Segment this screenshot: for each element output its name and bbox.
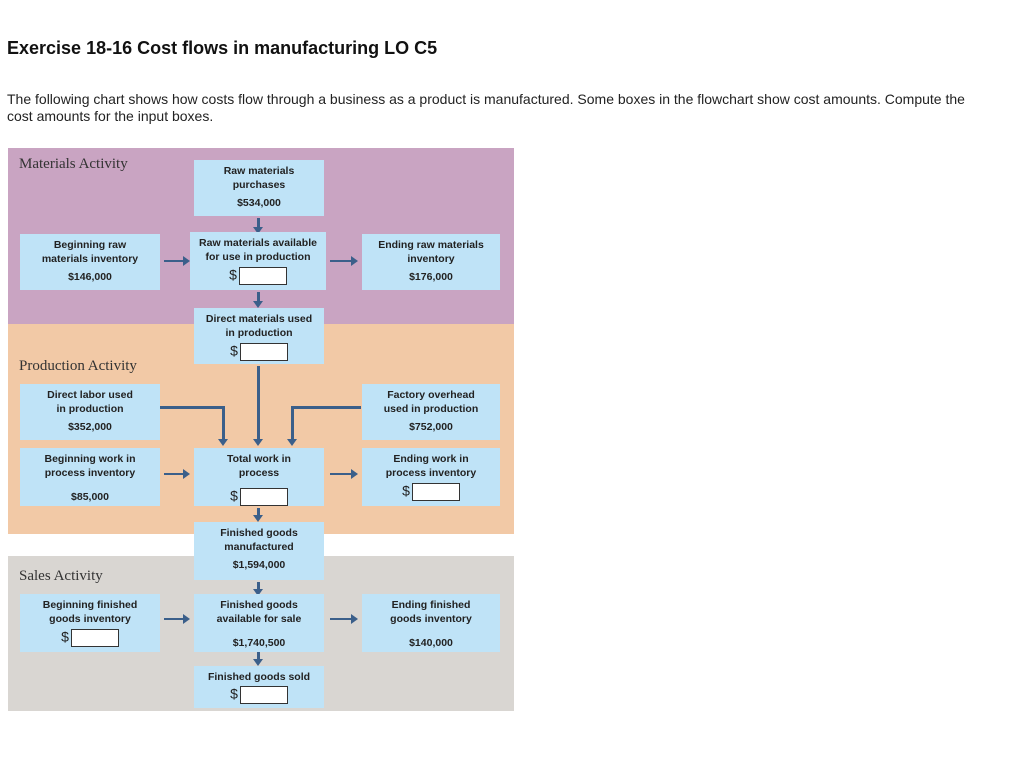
box-label: Finished goods sold <box>207 671 311 683</box>
box-label: Factory overhead used in production <box>383 389 479 415</box>
box-amount: $752,000 <box>409 421 453 433</box>
box-label: Finished goods available for sale <box>216 599 302 625</box>
cost-flow-chart: Materials Activity Production Activity S… <box>8 148 514 711</box>
box-amount: $534,000 <box>237 197 281 209</box>
flow-arrow <box>330 469 358 479</box>
box-label: Beginning work in process inventory <box>44 453 136 479</box>
dollar-sign: $ <box>230 342 238 359</box>
box-label: Ending work in process inventory <box>385 453 477 479</box>
box-label: Ending raw materials inventory <box>378 239 484 265</box>
box-label: Beginning raw materials inventory <box>41 239 139 265</box>
finished-goods-available-box: Finished goods available for sale $1,740… <box>194 594 324 652</box>
box-label: Direct materials used in production <box>205 313 313 339</box>
box-label: Ending finished goods inventory <box>390 599 472 625</box>
beginning-finished-goods-box: Beginning finished goods inventory $ <box>20 594 160 652</box>
flow-arrow <box>287 406 297 446</box>
flow-arrow <box>218 406 228 446</box>
connector-line <box>158 406 224 409</box>
beginning-finished-goods-input[interactable] <box>70 629 119 647</box>
flow-arrow <box>253 292 263 308</box>
factory-overhead-used-box: Factory overhead used in production $752… <box>362 384 500 440</box>
box-amount: $85,000 <box>71 491 109 503</box>
box-label: Raw materials available for use in produ… <box>199 237 317 263</box>
total-wip-box: Total work in process $ <box>194 448 324 506</box>
finished-goods-sold-box: Finished goods sold $ <box>194 666 324 708</box>
box-label: Total work in process <box>227 453 291 479</box>
flow-arrow <box>330 614 358 624</box>
flow-arrow <box>253 508 263 522</box>
box-label: Beginning finished goods inventory <box>42 599 138 625</box>
production-activity-title: Production Activity <box>19 358 137 374</box>
direct-materials-used-input[interactable] <box>239 343 288 361</box>
ending-wip-input[interactable] <box>411 483 460 501</box>
box-amount: $140,000 <box>409 637 453 649</box>
box-amount: $1,594,000 <box>232 559 286 571</box>
raw-materials-purchases-box: Raw materials purchases $534,000 <box>194 160 324 216</box>
flow-arrow <box>253 218 263 234</box>
ending-raw-materials-box: Ending raw materials inventory $176,000 <box>362 234 500 290</box>
direct-materials-used-box: Direct materials used in production $ <box>194 308 324 364</box>
box-amount: $146,000 <box>68 271 112 283</box>
page-title: Exercise 18-16 Cost flows in manufacturi… <box>7 38 438 58</box>
flow-arrow <box>164 256 190 266</box>
dollar-sign: $ <box>230 487 238 504</box>
ending-wip-box: Ending work in process inventory $ <box>362 448 500 506</box>
box-label: Raw materials purchases <box>223 165 295 191</box>
dollar-sign: $ <box>230 685 238 702</box>
dollar-sign: $ <box>402 482 410 499</box>
materials-activity-title: Materials Activity <box>19 156 128 172</box>
beginning-wip-box: Beginning work in process inventory $85,… <box>20 448 160 506</box>
finished-goods-sold-input[interactable] <box>239 686 288 704</box>
flow-arrow <box>253 582 263 596</box>
total-wip-input[interactable] <box>239 488 288 506</box>
beginning-raw-materials-box: Beginning raw materials inventory $146,0… <box>20 234 160 290</box>
box-amount: $352,000 <box>68 421 112 433</box>
sales-activity-title: Sales Activity <box>19 568 103 584</box>
box-label: Direct labor used in production <box>47 389 133 415</box>
connector-line <box>291 406 361 409</box>
raw-materials-available-input[interactable] <box>238 267 287 285</box>
flow-arrow <box>253 366 263 446</box>
flow-arrow <box>164 614 190 624</box>
dollar-sign: $ <box>61 628 69 645</box>
flow-arrow <box>164 469 190 479</box>
box-amount: $176,000 <box>409 271 453 283</box>
direct-labor-used-box: Direct labor used in production $352,000 <box>20 384 160 440</box>
finished-goods-manufactured-box: Finished goods manufactured $1,594,000 <box>194 522 324 580</box>
ending-finished-goods-box: Ending finished goods inventory $140,000 <box>362 594 500 652</box>
raw-materials-available-box: Raw materials available for use in produ… <box>190 232 326 290</box>
dollar-sign: $ <box>229 266 237 283</box>
box-label: Finished goods manufactured <box>220 527 298 553</box>
flow-arrow <box>253 652 263 666</box>
instructions-text: The following chart shows how costs flow… <box>7 91 965 124</box>
box-amount: $1,740,500 <box>232 637 286 649</box>
flow-arrow <box>330 256 358 266</box>
